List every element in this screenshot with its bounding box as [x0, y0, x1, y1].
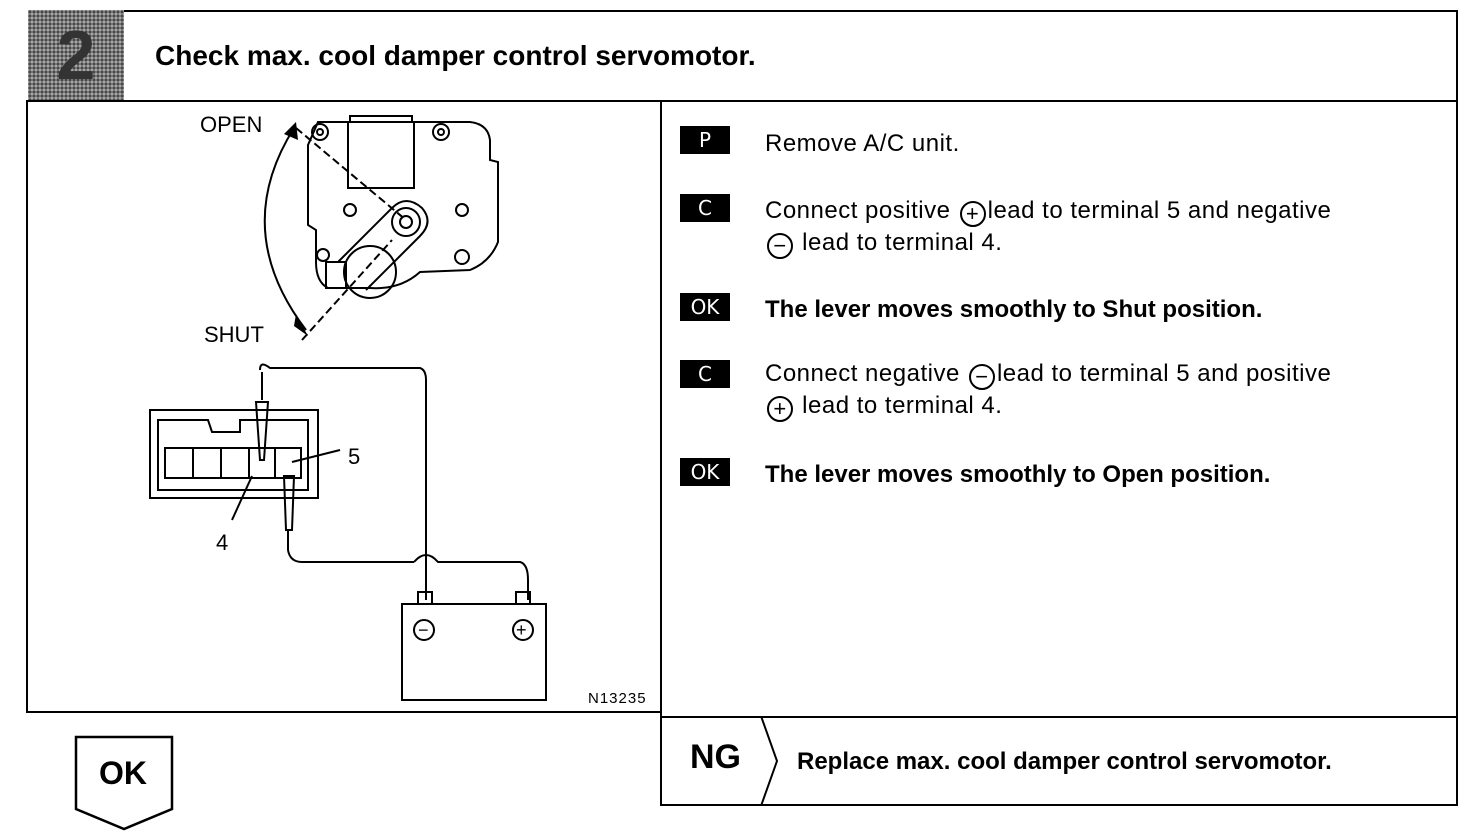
figure-id: N13235	[588, 690, 647, 707]
ng-result-label: NG	[690, 738, 741, 776]
ng-separator-chevron	[760, 716, 779, 806]
battery-positive-sign: +	[516, 620, 527, 640]
badge-ok-1: OK	[680, 293, 730, 321]
ng-result-action: Replace max. cool damper control servomo…	[797, 748, 1332, 775]
step-number-box: 2	[28, 10, 124, 100]
instruction-2-line-1: Connect positive +lead to terminal 5 and…	[765, 197, 1331, 227]
instruction-2-line-2: − lead to terminal 4.	[765, 229, 1002, 259]
badge-prep: P	[680, 126, 730, 154]
instruction-1: Remove A/C unit.	[765, 130, 960, 157]
step-number: 2	[56, 16, 96, 94]
instruction-2-part-c: lead to terminal 4.	[802, 229, 1003, 256]
step-title: Check max. cool damper control servomoto…	[155, 40, 756, 71]
positive-symbol-icon: +	[959, 201, 986, 227]
negative-symbol-icon: −	[968, 364, 995, 390]
instruction-2-part-b: lead to terminal 5 and negative	[987, 197, 1332, 224]
instruction-5: The lever moves smoothly to Open positio…	[765, 461, 1271, 488]
label-open: OPEN	[200, 112, 263, 137]
badge-ok-2: OK	[680, 458, 730, 486]
servomotor-diagram: − +	[149, 115, 547, 701]
negative-symbol-icon: −	[767, 233, 793, 259]
instruction-4-line-2: + lead to terminal 4.	[765, 392, 1002, 422]
terminal-4-label: 4	[216, 530, 229, 555]
instruction-3: The lever moves smoothly to Shut positio…	[765, 296, 1263, 323]
ng-result-box	[660, 716, 1458, 806]
battery-negative-sign: −	[418, 620, 429, 640]
terminal-5-label: 5	[348, 444, 361, 469]
instruction-2-part-a: Connect positive	[765, 197, 951, 224]
instruction-4-part-c: lead to terminal 4.	[802, 392, 1003, 419]
instruction-4-line-1: Connect negative −lead to terminal 5 and…	[765, 360, 1331, 390]
instruction-4-part-a: Connect negative	[765, 360, 960, 387]
ok-result-label: OK	[99, 755, 147, 791]
instruction-4-part-b: lead to terminal 5 and positive	[996, 360, 1332, 387]
label-shut: SHUT	[204, 322, 264, 347]
badge-check-2: C	[680, 360, 730, 388]
ok-arrow-box	[74, 735, 174, 831]
positive-symbol-icon: +	[767, 396, 793, 422]
badge-check-1: C	[680, 194, 730, 222]
